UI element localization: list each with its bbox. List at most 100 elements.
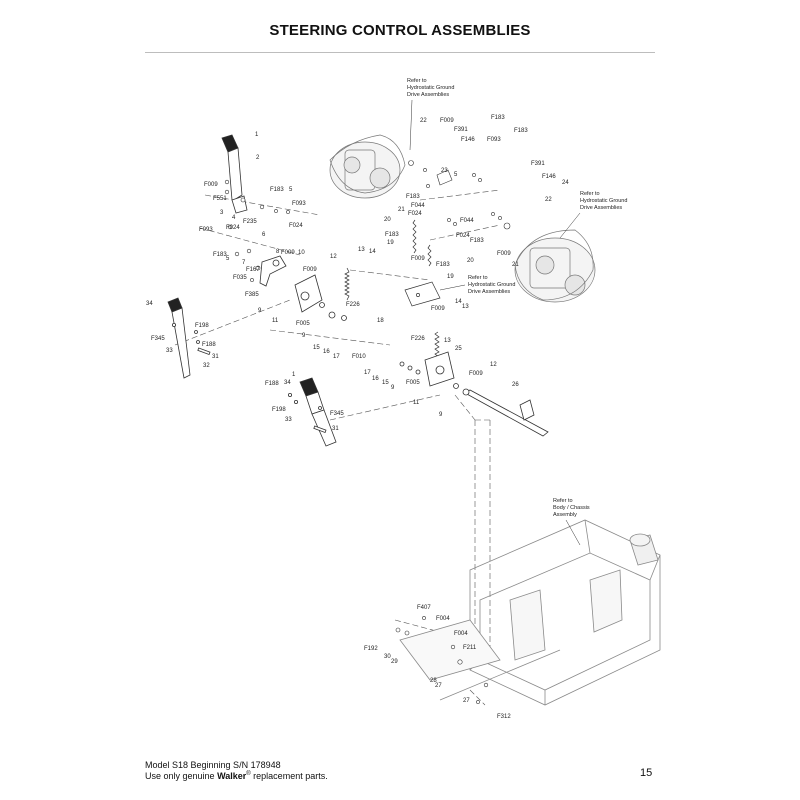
hydrostatic-drive-right <box>514 229 596 303</box>
callout: 3 <box>220 210 224 216</box>
callout: F024 <box>456 233 470 239</box>
callout: 26 <box>512 382 519 388</box>
svg-text:Drive Assemblies: Drive Assemblies <box>580 205 622 211</box>
callout: 2 <box>256 155 260 161</box>
callout: 16 <box>372 376 379 382</box>
footer-prefix: Use only genuine <box>145 771 218 781</box>
title-rule <box>145 52 655 53</box>
callout: 6 <box>262 232 266 238</box>
bell-crank-left <box>259 255 287 287</box>
callout: 17 <box>333 354 340 360</box>
callout: F005 <box>296 321 310 327</box>
callout: F004 <box>436 616 450 622</box>
callout: 9 <box>302 333 306 339</box>
callout: F183 <box>514 128 528 134</box>
callout: 20 <box>384 217 391 223</box>
callout: F385 <box>245 292 259 298</box>
callout: F345 <box>151 336 165 342</box>
callout: F093 <box>487 137 501 143</box>
callout: F009 <box>469 371 483 377</box>
callout: 34 <box>146 301 153 307</box>
footer-genuine-parts: Use only genuine Walker® replacement par… <box>145 771 328 781</box>
callout: F198 <box>272 407 286 413</box>
callout: F391 <box>454 127 468 133</box>
callout: 11 <box>272 318 279 324</box>
callout: 9 <box>258 308 262 314</box>
callout: F183 <box>213 252 227 258</box>
callout: F226 <box>346 302 360 308</box>
callout: 19 <box>447 274 454 280</box>
callout: 33 <box>166 348 173 354</box>
svg-text:Refer to: Refer to <box>468 275 488 281</box>
callout: 16 <box>323 349 330 355</box>
callout: F093 <box>292 201 306 207</box>
callout: F035 <box>233 275 247 281</box>
callout: 32 <box>203 363 210 369</box>
callout: 22 <box>420 118 427 124</box>
svg-text:Hydrostatic Ground: Hydrostatic Ground <box>580 198 627 204</box>
steering-shaft <box>462 388 549 437</box>
callout: 29 <box>391 659 398 665</box>
callout: F010 <box>352 354 366 360</box>
callout: 13 <box>462 304 469 310</box>
callout: F188 <box>202 342 216 348</box>
footer-brand: Walker <box>217 771 247 781</box>
callout: F183 <box>436 262 450 268</box>
footer-model-line: Model S18 Beginning S/N 178948 <box>145 760 281 770</box>
callout: F183 <box>491 115 505 121</box>
callout: 18 <box>377 318 384 324</box>
callout: F391 <box>531 161 545 167</box>
reference-note-chassis: Refer to Body / Chassis Assembly <box>553 498 590 546</box>
callout: 10 <box>298 250 305 256</box>
callout: F093 <box>199 227 213 233</box>
reference-note-hydro-right: Refer to Hydrostatic Ground Drive Assemb… <box>559 191 627 239</box>
callout: 19 <box>387 240 394 246</box>
chassis-frame <box>399 519 661 706</box>
svg-text:Drive Assemblies: Drive Assemblies <box>468 289 510 295</box>
callout: F407 <box>417 605 431 611</box>
svg-text:Refer to: Refer to <box>553 498 573 504</box>
callout: F009 <box>497 251 511 257</box>
callout: 21 <box>398 207 405 213</box>
callout: 12 <box>330 254 337 260</box>
callout: 22 <box>545 197 552 203</box>
callout: F551 <box>213 196 227 202</box>
callout: 7 <box>242 260 246 266</box>
svg-text:Hydrostatic Ground: Hydrostatic Ground <box>407 85 454 91</box>
footer-reg-mark: ® <box>246 771 251 777</box>
hydrostatic-drive-top <box>329 134 406 199</box>
callout: F005 <box>406 380 420 386</box>
callout: 30 <box>384 654 391 660</box>
callout: 31 <box>332 426 339 432</box>
svg-text:Hydrostatic Ground: Hydrostatic Ground <box>468 282 515 288</box>
control-arm-left <box>294 274 347 321</box>
hardware-cluster-left <box>224 179 290 282</box>
callout: F183 <box>270 187 284 193</box>
callout: 24 <box>562 180 569 186</box>
callout: 23 <box>441 168 448 174</box>
callout: F312 <box>497 714 511 720</box>
callout: 33 <box>285 417 292 423</box>
callout: F146 <box>542 174 556 180</box>
callout: F192 <box>364 646 378 652</box>
reference-note-hydro-top: Refer to Hydrostatic Ground Drive Assemb… <box>407 78 454 151</box>
callout: 28 <box>430 678 437 684</box>
svg-text:Refer to: Refer to <box>580 191 600 197</box>
page-number: 15 <box>640 767 653 779</box>
callout: F009 <box>281 250 295 256</box>
callout: F167 <box>246 267 260 273</box>
control-arm-right <box>399 351 459 389</box>
callout: 15 <box>382 380 389 386</box>
callout: 15 <box>313 345 320 351</box>
callout: F009 <box>411 256 425 262</box>
callout: 13 <box>358 247 365 253</box>
callout: 27 <box>435 683 442 689</box>
callout: F183 <box>406 194 420 200</box>
callout: F009 <box>431 306 445 312</box>
callout: F198 <box>195 323 209 329</box>
footer-suffix: replacement parts. <box>250 771 328 781</box>
callout: 14 <box>369 249 376 255</box>
svg-text:Body / Chassis: Body / Chassis <box>553 505 590 511</box>
callout: F044 <box>460 218 474 224</box>
